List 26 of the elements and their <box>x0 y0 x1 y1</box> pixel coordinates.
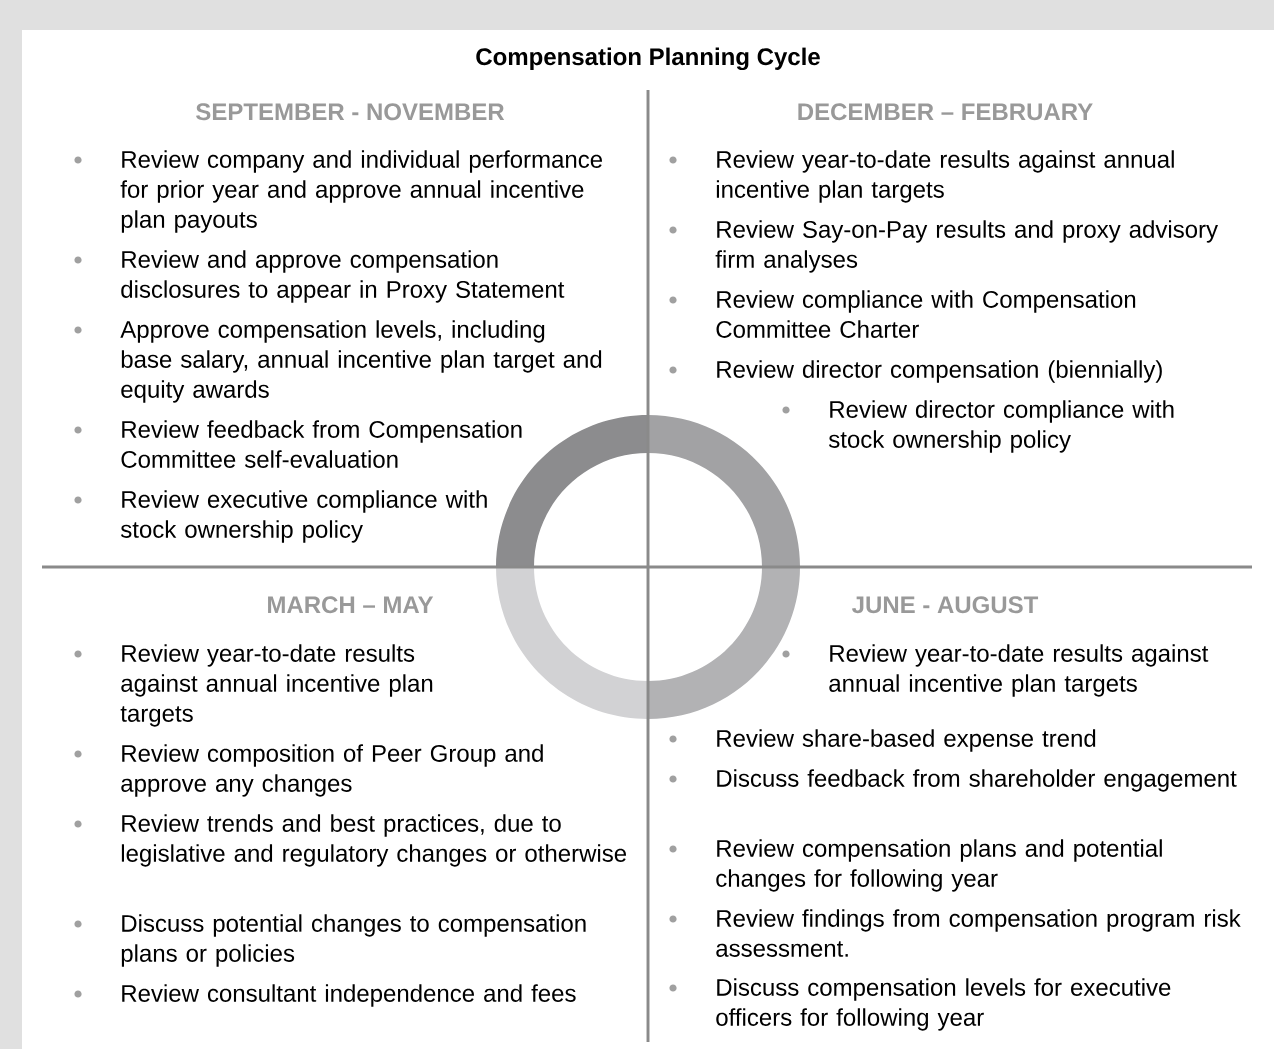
bullet-item: Review executive compliance with stock ownership policy <box>74 490 487 543</box>
bullet-item: Review Say-on-Pay results and proxy advisory firm analyses <box>669 220 1218 273</box>
bullet-item: Discuss compensation levels for executive officers for following year <box>669 978 1171 1031</box>
bullet-item: Approve compensation levels, including base salary, annual incentive plan target and equity awards <box>74 320 602 403</box>
bullet-item: Review year-to-date results against annual incentive plan targets <box>74 644 433 727</box>
bullet-item: Review year-to-date results against annual incentive plan targets <box>782 644 1209 697</box>
quadrant-heading: MARCH – MAY <box>268 596 434 614</box>
bullet-item: Review director compensation (biennially) <box>669 360 1162 383</box>
title: Compensation Planning Cycle <box>476 47 820 71</box>
bullet-item: Discuss feedback from shareholder engagement <box>669 769 1237 792</box>
bullet-item: Review year-to-date results against annual incentive plan targets <box>669 150 1174 203</box>
bullet-item: Review findings from compensation program risk assessment. <box>669 909 1241 957</box>
bullet-item: Review director compliance with stock ownership policy <box>782 400 1174 453</box>
bullet-item: Review compliance with Compensation Committee Charter <box>669 290 1136 338</box>
bullet-item: Review trends and best practices, due to legislative and regulatory changes or otherwise <box>74 814 627 867</box>
quadrant-heading: SEPTEMBER - NOVEMBER <box>196 103 505 121</box>
bullet-item: Review composition of Peer Group and approve any changes <box>74 744 543 797</box>
bullet-item: Review feedback from Compensation Committee self-evaluation <box>74 420 522 468</box>
bullet-item: Discuss potential changes to compensation plans or policies <box>74 914 586 967</box>
quadrant-heading: JUNE - AUGUST <box>852 596 1039 614</box>
bullet-item: Review share-based expense trend <box>669 729 1096 752</box>
bullet-item: Review company and individual performance for prior year and approve annual incentive plan payouts <box>74 150 602 233</box>
bullet-item: Review consultant independence and fees <box>74 984 576 1007</box>
bullet-item: Review and approve compensation disclosures to appear in Proxy Statement <box>74 250 565 303</box>
quadrant-heading: DECEMBER – FEBRUARY <box>798 103 1093 121</box>
bullet-item: Review compensation plans and potential changes for following year <box>669 839 1162 892</box>
